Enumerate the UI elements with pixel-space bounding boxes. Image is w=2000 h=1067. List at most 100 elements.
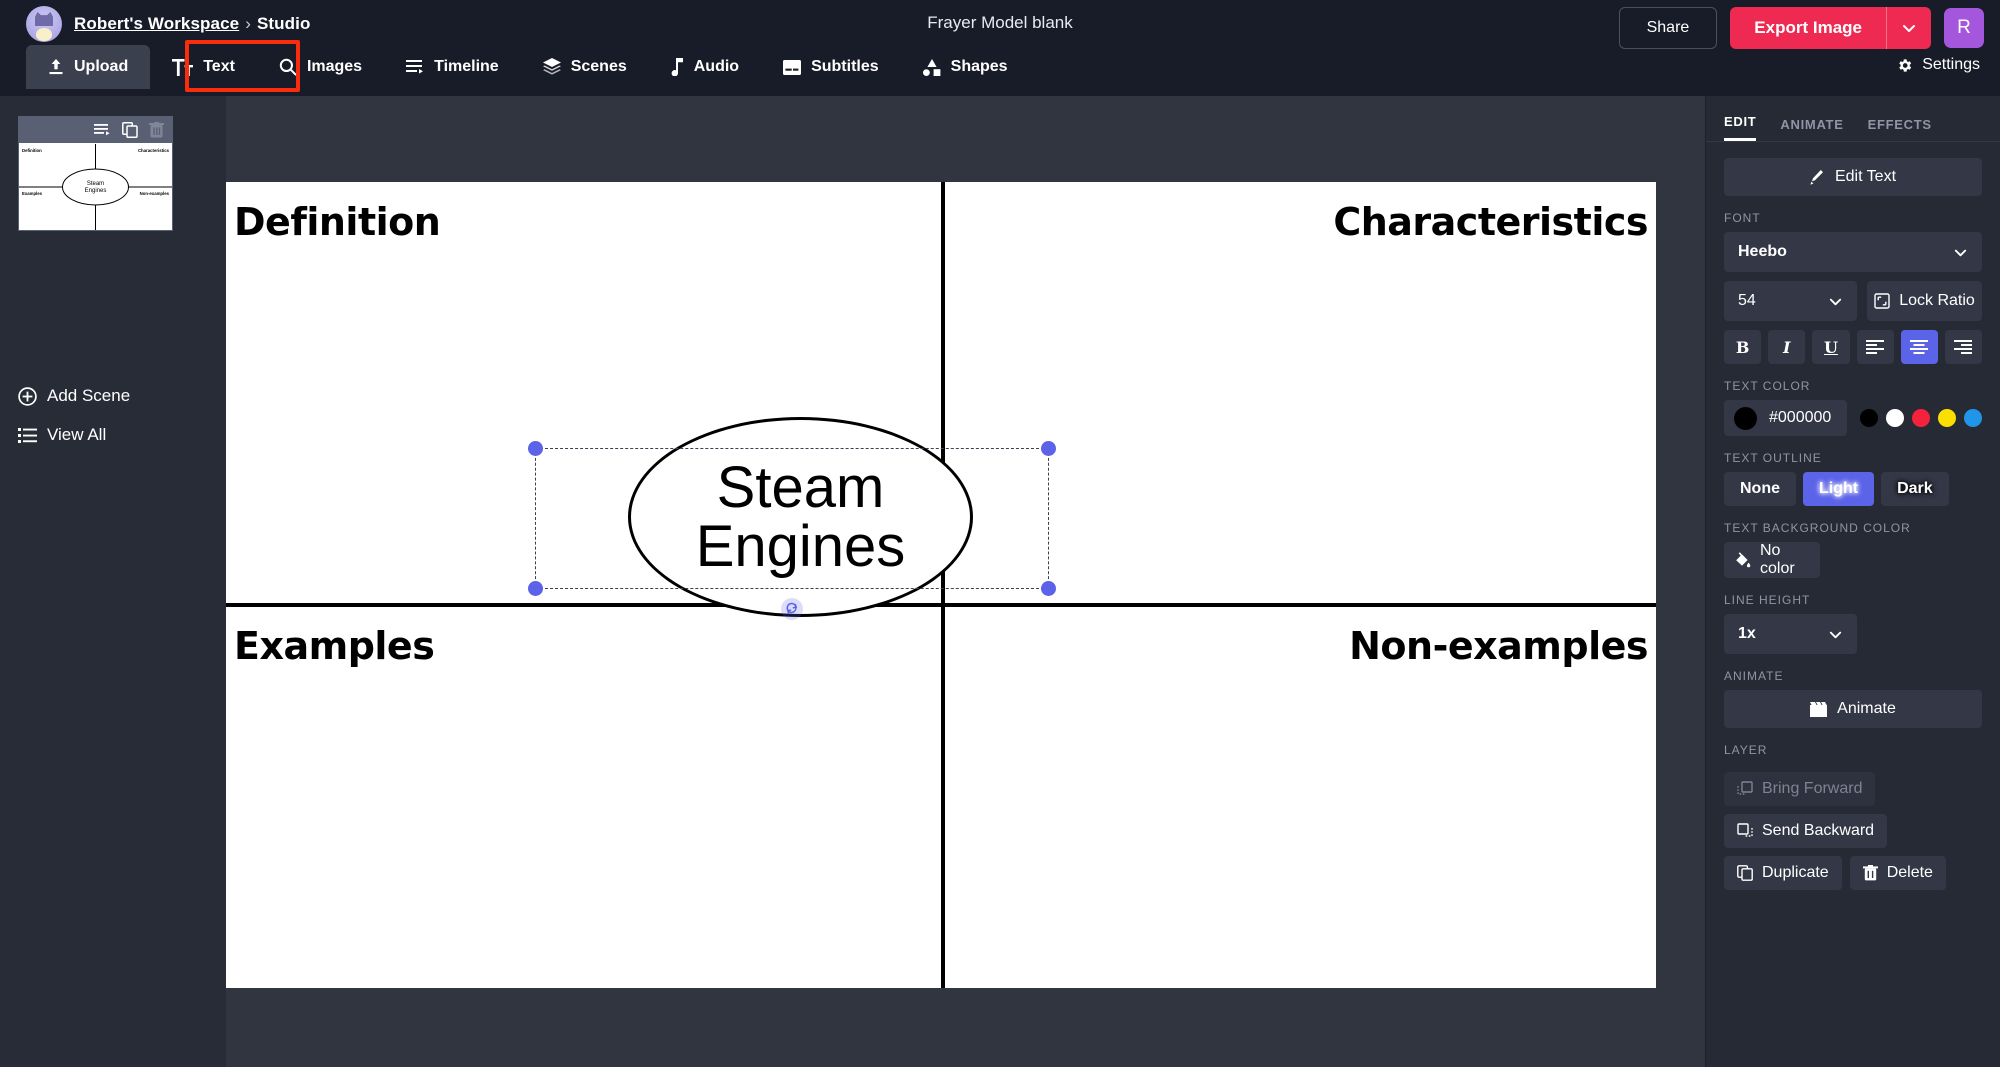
tab-timeline[interactable]: Timeline	[384, 45, 521, 89]
tab-audio[interactable]: Audio	[649, 45, 761, 89]
shapes-icon	[922, 58, 941, 76]
text-background-color-button[interactable]: No color	[1724, 542, 1820, 578]
outline-light-button[interactable]: Light	[1803, 472, 1875, 506]
delete-button[interactable]: Delete	[1849, 856, 1946, 890]
bold-button[interactable]: B	[1724, 330, 1762, 364]
rotate-icon[interactable]	[781, 598, 803, 620]
tab-upload[interactable]: Upload	[26, 45, 151, 89]
quadrant-label-examples[interactable]: Examples	[234, 624, 435, 668]
align-left-icon[interactable]	[1856, 330, 1894, 364]
tab-text[interactable]: Text	[150, 45, 257, 89]
export-image-button[interactable]: Export Image	[1730, 7, 1886, 49]
color-preset-white[interactable]	[1886, 409, 1905, 427]
top-bar: Robert's Workspace › Studio Frayer Model…	[0, 0, 2000, 96]
frayer-model-canvas[interactable]: Definition Characteristics Examples Non-…	[226, 182, 1656, 988]
settings-button[interactable]: Settings	[1896, 56, 1980, 74]
inspector-panel: EDIT ANIMATE EFFECTS Edit Text FONT Heeb…	[1705, 96, 2000, 1067]
line-height-select[interactable]: 1x	[1724, 614, 1857, 654]
current-color-swatch	[1734, 406, 1757, 430]
font-size-select[interactable]: 54	[1724, 281, 1857, 321]
view-all-label: View All	[47, 425, 107, 444]
view-all-button[interactable]: View All	[18, 425, 106, 445]
breadcrumb-section[interactable]: Studio	[256, 14, 311, 33]
edit-text-button[interactable]: Edit Text	[1724, 158, 1982, 196]
center-text[interactable]: Steam Engines	[695, 454, 906, 579]
selection-bounding-box[interactable]	[528, 441, 1056, 620]
tab-shapes[interactable]: Shapes	[901, 45, 1030, 89]
text-background-section-label: TEXT BACKGROUND COLOR	[1724, 521, 1911, 535]
text-outline-section-label: TEXT OUTLINE	[1724, 451, 1822, 465]
color-preset-blue[interactable]	[1964, 409, 1983, 427]
resize-handle-top-left[interactable]	[528, 441, 543, 456]
line-height-section-label: LINE HEIGHT	[1724, 593, 1811, 607]
tab-edit[interactable]: EDIT	[1724, 114, 1757, 141]
canvas-stage[interactable]: Definition Characteristics Examples Non-…	[226, 96, 1705, 1067]
chevron-down-icon[interactable]	[1886, 7, 1931, 49]
bring-forward-label: Bring Forward	[1762, 780, 1863, 797]
gear-icon	[1896, 57, 1913, 74]
settings-label: Settings	[1922, 56, 1980, 73]
quadrant-label-characteristics[interactable]: Characteristics	[1333, 200, 1648, 244]
text-color-row: #000000	[1724, 400, 1983, 436]
lock-ratio-label: Lock Ratio	[1899, 292, 1975, 309]
center-ellipse[interactable]: Steam Engines	[628, 417, 973, 617]
tab-scenes[interactable]: Scenes	[521, 45, 649, 89]
tab-subtitles[interactable]: Subtitles	[761, 45, 901, 89]
tab-text-label: Text	[203, 58, 235, 75]
text-format-buttons: B I U	[1724, 330, 1983, 364]
send-backward-button[interactable]: Send Backward	[1724, 814, 1888, 848]
underline-button[interactable]: U	[1812, 330, 1850, 364]
quadrant-label-non-examples[interactable]: Non-examples	[1349, 624, 1648, 668]
tab-animate[interactable]: ANIMATE	[1780, 117, 1844, 132]
outline-dark-button[interactable]: Dark	[1881, 472, 1949, 506]
text-color-section-label: TEXT COLOR	[1724, 379, 1811, 393]
italic-button[interactable]: I	[1768, 330, 1806, 364]
share-button[interactable]: Share	[1618, 7, 1718, 49]
quadrant-label-definition[interactable]: Definition	[234, 200, 441, 244]
tab-scenes-label: Scenes	[570, 58, 627, 75]
breadcrumb-workspace[interactable]: Robert's Workspace	[74, 14, 240, 33]
reorder-icon[interactable]	[94, 123, 111, 137]
export-group: Export Image	[1730, 7, 1931, 49]
add-scene-button[interactable]: Add Scene	[18, 386, 130, 406]
avatar[interactable]: R	[1944, 8, 1984, 48]
resize-handle-bottom-right[interactable]	[1041, 581, 1056, 596]
svg-text:Steam: Steam	[87, 181, 104, 187]
chevron-down-icon	[1828, 627, 1843, 642]
breadcrumb-separator: ›	[245, 14, 251, 33]
resize-handle-top-right[interactable]	[1041, 441, 1056, 456]
send-backward-label: Send Backward	[1762, 822, 1875, 839]
color-preset-black[interactable]	[1860, 409, 1879, 427]
tool-tabs: Upload Text Images Timeline	[26, 45, 1030, 89]
color-preset-yellow[interactable]	[1938, 409, 1957, 427]
duplicate-button[interactable]: Duplicate	[1724, 856, 1842, 890]
text-color-picker[interactable]: #000000	[1724, 400, 1848, 436]
tab-images[interactable]: Images	[257, 45, 384, 89]
tab-timeline-label: Timeline	[434, 58, 499, 75]
font-section-label: FONT	[1724, 211, 1761, 225]
resize-handle-bottom-left[interactable]	[528, 581, 543, 596]
lock-ratio-button[interactable]: Lock Ratio	[1867, 281, 1982, 321]
align-right-icon[interactable]	[1944, 330, 1983, 364]
align-center-icon[interactable]	[1900, 330, 1938, 364]
text-color-value: #000000	[1769, 409, 1832, 426]
edit-text-label: Edit Text	[1834, 168, 1897, 185]
tab-effects[interactable]: EFFECTS	[1867, 117, 1932, 132]
layers-icon	[542, 58, 561, 76]
bring-forward-button[interactable]: Bring Forward	[1724, 772, 1876, 806]
layer-section-label: LAYER	[1724, 743, 1768, 757]
color-preset-red[interactable]	[1912, 409, 1931, 427]
trash-icon[interactable]	[149, 121, 164, 138]
tab-upload-label: Upload	[74, 58, 129, 75]
svg-text:Non-examples: Non-examples	[140, 191, 170, 196]
workspace-breadcrumb[interactable]: Robert's Workspace › Studio	[26, 6, 310, 42]
top-right-actions: Share Export Image R	[1618, 7, 1984, 49]
outline-none-button[interactable]: None	[1724, 472, 1796, 506]
duplicate-icon	[1737, 865, 1753, 881]
animate-button[interactable]: Animate	[1724, 690, 1982, 728]
search-icon	[279, 58, 297, 76]
duplicate-icon[interactable]	[122, 121, 138, 138]
font-family-select[interactable]: Heebo	[1724, 232, 1982, 272]
scene-thumbnail-preview: Steam Engines Definition Characteristics…	[19, 144, 172, 230]
